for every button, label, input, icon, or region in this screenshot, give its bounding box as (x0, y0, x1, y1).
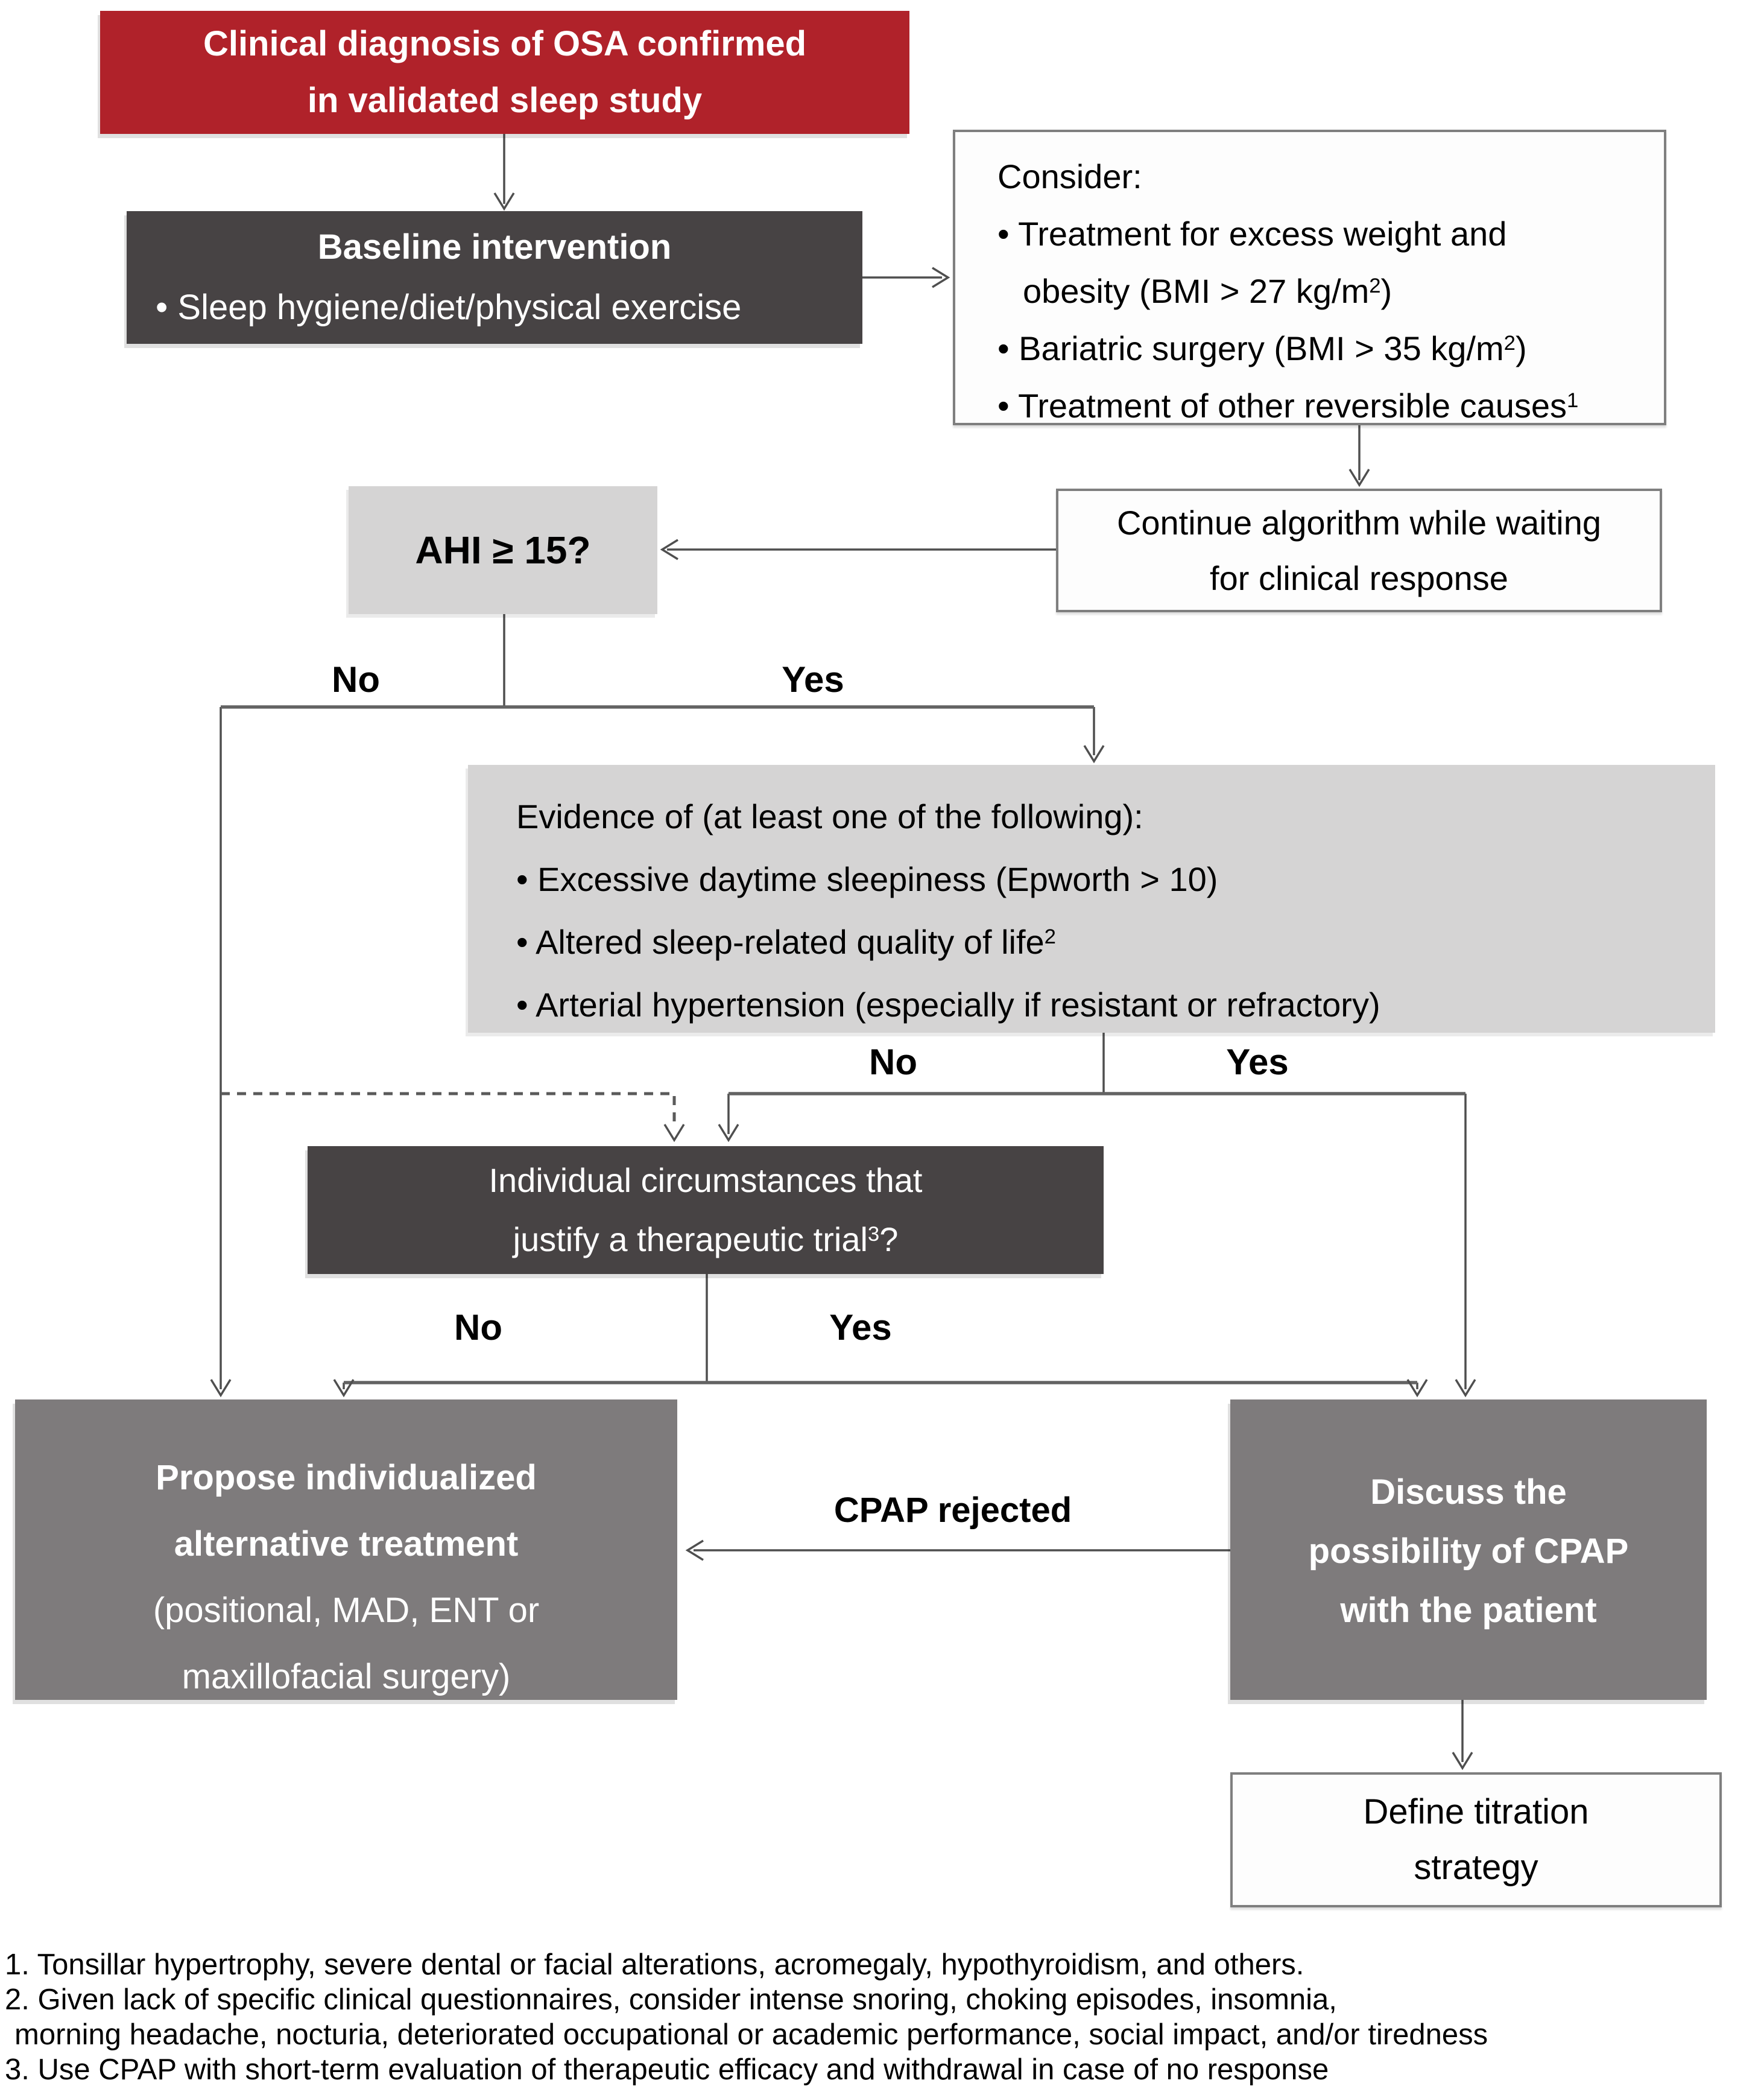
footnote-2-continued: morning headache, nocturia, deteriorated… (14, 2018, 1488, 2051)
discuss-line: possibility of CPAP (1308, 1532, 1629, 1571)
discuss-line: with the patient (1340, 1591, 1597, 1630)
define-line: Define titration (1363, 1792, 1589, 1831)
arrowhead-down-evidence (1083, 745, 1105, 764)
footnote-3: 3. Use CPAP with short-term evaluation o… (5, 2053, 1329, 2086)
arrowhead-left-cpap (685, 1539, 704, 1561)
arrowhead-down-individual-dashed (663, 1124, 685, 1143)
consider-heading: Consider: (997, 157, 1142, 195)
arrowhead-down-propose-right (333, 1379, 355, 1398)
continue-algorithm-box: Continue algorithm while waiting for cli… (1056, 489, 1662, 612)
connector-dashed-bypass (221, 1092, 676, 1127)
evidence-bullet-2: • Altered sleep-related quality of life2 (516, 923, 1056, 961)
superscript-1: 1 (1567, 388, 1579, 412)
consider-box: Consider: • Treatment for excess weight … (953, 130, 1666, 425)
define-line: strategy (1414, 1848, 1538, 1887)
propose-alternative-box: Propose individualized alternative treat… (15, 1399, 677, 1700)
label-ahi-no: No (332, 659, 380, 700)
continue-line: Continue algorithm while waiting (1116, 503, 1602, 542)
ahi-label: AHI ≥ 15? (415, 528, 591, 572)
label-ahi-yes: Yes (782, 659, 844, 700)
arrowhead-down-discuss-left (1406, 1379, 1428, 1398)
arrowhead-right-consider (932, 267, 950, 288)
consider-bullet-2: • Bariatric surgery (BMI > 35 kg/m2) (997, 329, 1527, 367)
discuss-cpap-box: Discuss the possibility of CPAP with the… (1230, 1399, 1707, 1700)
label-cpap-rejected: CPAP rejected (833, 1491, 1072, 1530)
baseline-bullet: • Sleep hygiene/diet/physical exercise (156, 288, 742, 327)
superscript-3: 3 (867, 1222, 880, 1246)
footnotes: 1. Tonsillar hypertrophy, severe dental … (5, 1947, 1488, 2087)
label-evidence-yes: Yes (1226, 1042, 1289, 1082)
arrowhead-down-continue (1348, 469, 1370, 487)
arrowhead-down-baseline (493, 192, 515, 211)
diagnosis-box: Clinical diagnosis of OSA confirmed in v… (100, 11, 909, 134)
diagnosis-line: Clinical diagnosis of OSA confirmed (203, 24, 807, 63)
diagnosis-line: in validated sleep study (307, 81, 703, 120)
propose-line-bold: alternative treatment (174, 1524, 519, 1564)
arrowhead-down-individual-solid (718, 1124, 739, 1143)
footnote-1: 1. Tonsillar hypertrophy, severe dental … (5, 1948, 1304, 1981)
label-individual-no: No (454, 1307, 502, 1348)
footnote-2: 2. Given lack of specific clinical quest… (5, 1983, 1337, 2016)
arrowhead-down-define (1452, 1752, 1473, 1770)
arrowhead-down-discuss-right (1455, 1379, 1476, 1398)
evidence-bullet-1: • Excessive daytime sleepiness (Epworth … (516, 860, 1218, 898)
superscript-2: 2 (1044, 925, 1056, 948)
individual-line: justify a therapeutic trial3? (513, 1220, 899, 1258)
arrowhead-down-propose-left (210, 1379, 232, 1398)
ahi-decision-box: AHI ≥ 15? (349, 486, 657, 614)
propose-line-bold: Propose individualized (156, 1458, 537, 1497)
define-titration-box: Define titration strategy (1230, 1772, 1722, 1907)
propose-line: (positional, MAD, ENT or (153, 1591, 540, 1630)
evidence-heading: Evidence of (at least one of the followi… (516, 797, 1143, 835)
evidence-box: Evidence of (at least one of the followi… (468, 765, 1715, 1033)
consider-bullet-1-wrap: obesity (BMI > 27 kg/m2) (1023, 272, 1393, 310)
continue-line: for clinical response (1210, 559, 1508, 597)
arrowhead-left-ahi (660, 539, 678, 560)
individual-line: Individual circumstances that (488, 1161, 923, 1199)
superscript-2: 2 (1503, 331, 1516, 355)
consider-bullet-1: • Treatment for excess weight and (997, 215, 1507, 253)
baseline-intervention-box: Baseline intervention • Sleep hygiene/di… (127, 211, 862, 344)
evidence-bullet-3: • Arterial hypertension (especially if r… (516, 986, 1380, 1024)
superscript-2: 2 (1369, 274, 1381, 297)
label-evidence-no: No (869, 1042, 917, 1082)
label-individual-yes: Yes (829, 1307, 892, 1348)
propose-line: maxillofacial surgery) (182, 1657, 511, 1696)
baseline-title: Baseline intervention (317, 227, 672, 267)
consider-bullet-3: • Treatment of other reversible causes1 (997, 387, 1579, 425)
discuss-line: Discuss the (1370, 1472, 1567, 1512)
individual-circumstances-box: Individual circumstances that justify a … (308, 1146, 1104, 1274)
